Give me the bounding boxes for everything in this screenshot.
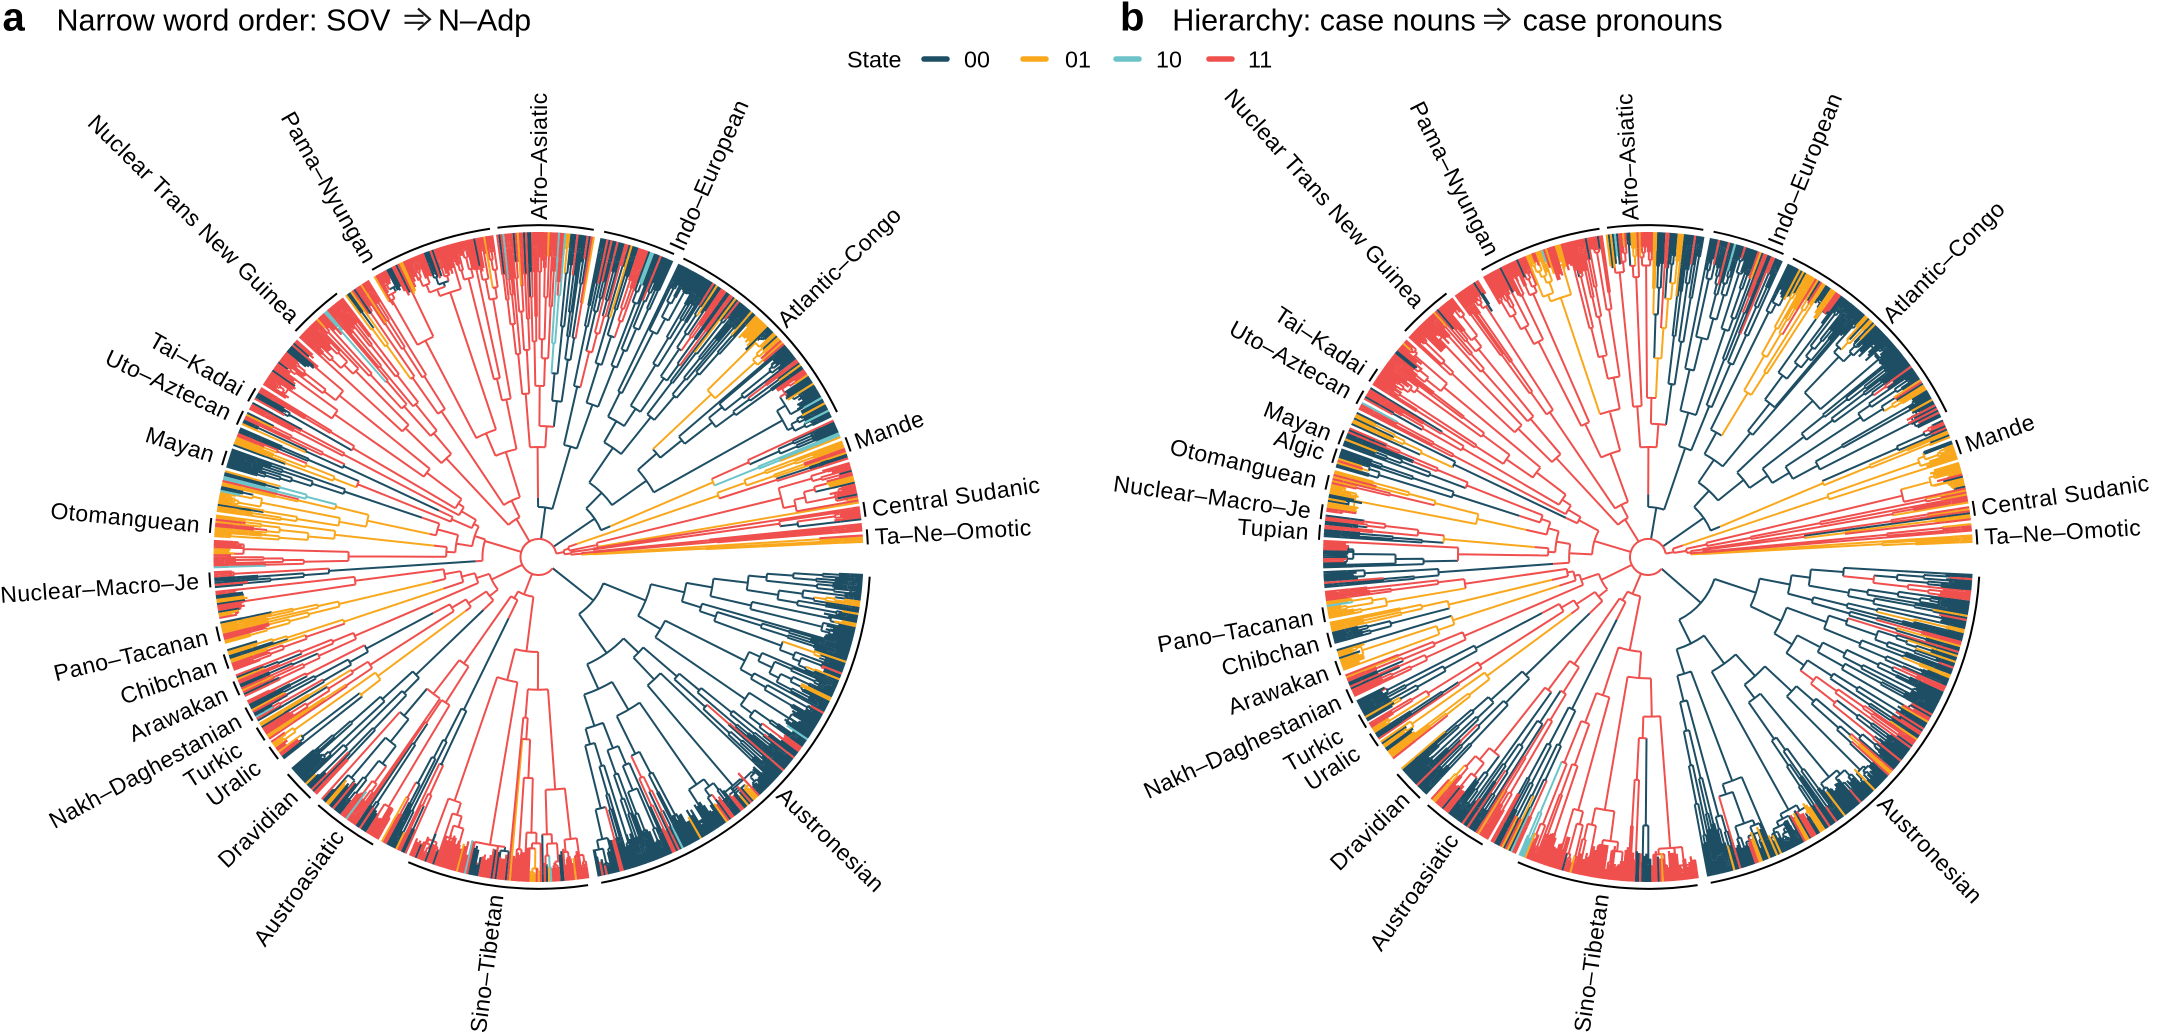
svg-text:00: 00 bbox=[964, 47, 990, 73]
svg-text:State: State bbox=[847, 47, 901, 73]
svg-text:Afro–Asiatic: Afro–Asiatic bbox=[526, 92, 552, 220]
svg-text:N–Adp: N–Adp bbox=[438, 4, 531, 38]
svg-text:a: a bbox=[3, 0, 26, 40]
svg-text:case pronouns: case pronouns bbox=[1523, 4, 1723, 38]
svg-text:Hierarchy: case nouns: Hierarchy: case nouns bbox=[1172, 4, 1475, 38]
svg-text:b: b bbox=[1120, 0, 1144, 40]
svg-text:Narrow word order: SOV: Narrow word order: SOV bbox=[57, 4, 392, 38]
svg-text:10: 10 bbox=[1156, 47, 1182, 73]
svg-text:Tupian: Tupian bbox=[1236, 513, 1310, 544]
svg-text:11: 11 bbox=[1248, 47, 1272, 73]
svg-text:01: 01 bbox=[1065, 47, 1091, 73]
